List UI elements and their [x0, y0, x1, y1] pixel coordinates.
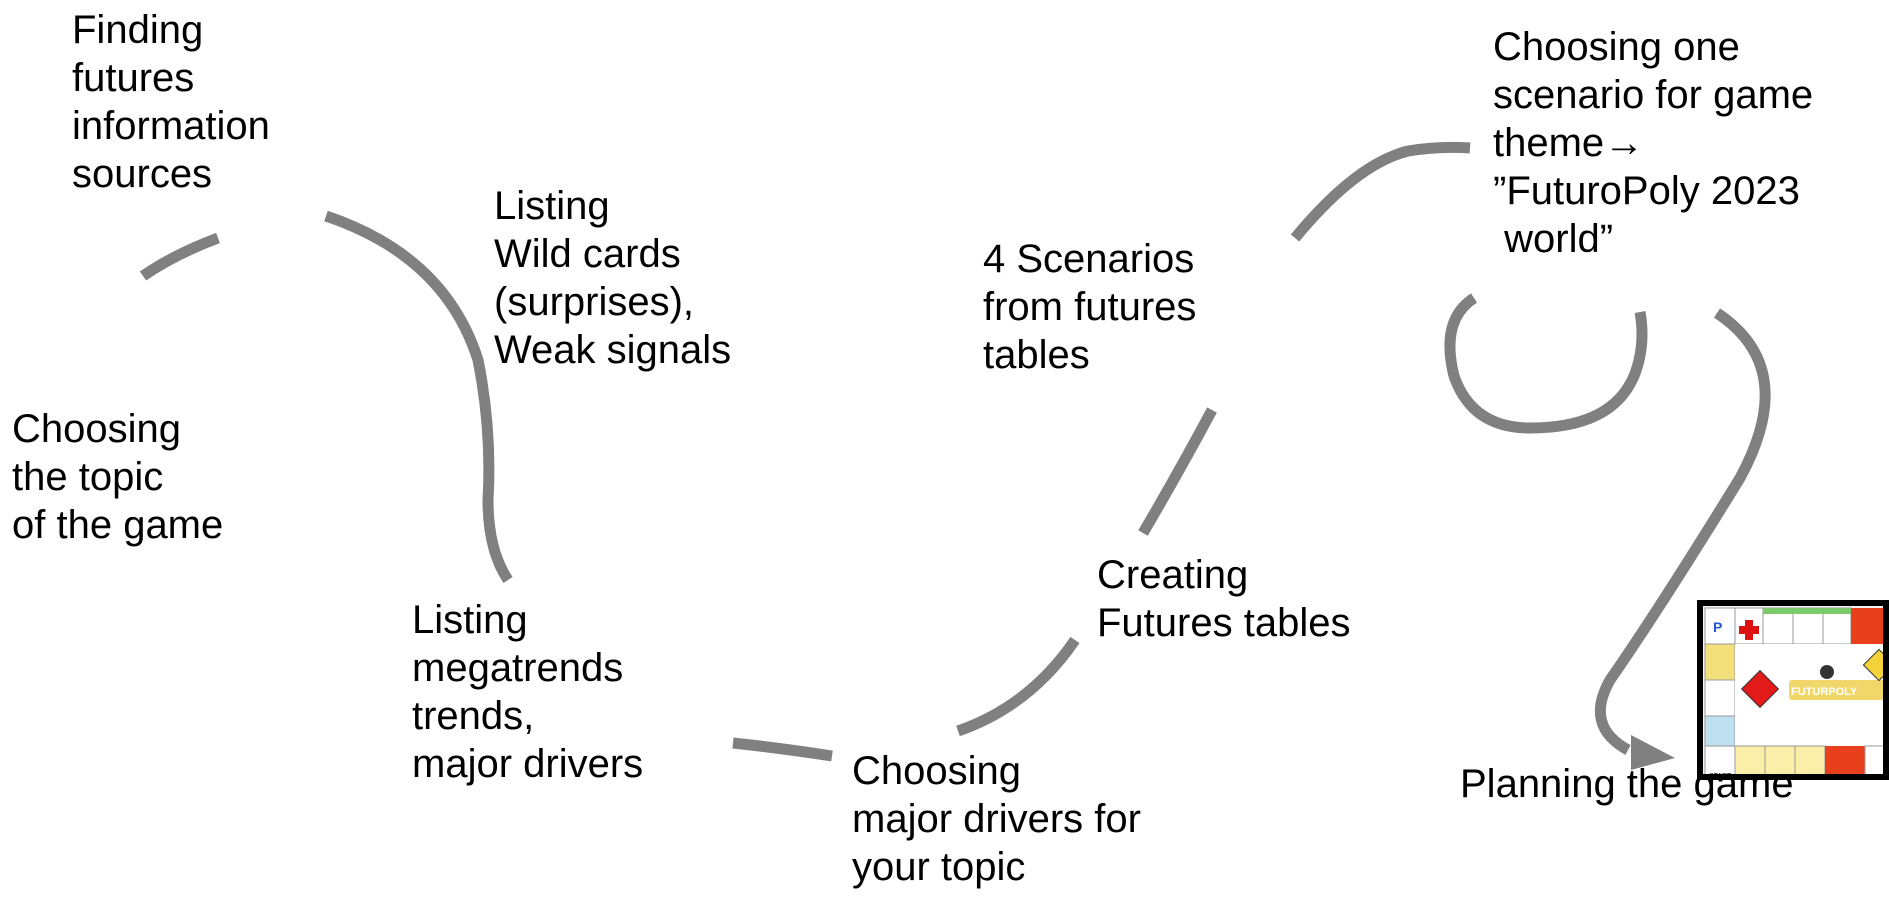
connector-tables-to-scenarios	[1138, 407, 1217, 536]
step-four-scenarios: 4 Scenarios from futures tables	[983, 237, 1197, 377]
svg-text:P: P	[1713, 619, 1722, 635]
connector-sources-to-megatrends	[324, 210, 513, 584]
step-finding-sources: Finding futures information sources	[72, 8, 270, 196]
step-planning-game: Planning the game	[1460, 762, 1794, 806]
step-creating-tables: Creating Futures tables	[1097, 553, 1351, 645]
board-logo-text: FUTURPOLY	[1791, 686, 1858, 698]
connector-topic-to-sources	[139, 232, 220, 281]
connector-choice-loop	[1444, 293, 1648, 434]
arrowhead-to-planning	[1631, 735, 1675, 770]
step-listing-wildcards: Listing Wild cards (surprises), Weak sig…	[494, 184, 732, 372]
step-choosing-topic: Choosing the topic of the game	[12, 407, 224, 547]
board-illustration: P FUTURPOLY START	[1703, 606, 1883, 780]
step-choosing-scenario: Choosing one scenario for game theme→ ”F…	[1493, 25, 1814, 261]
step-choosing-drivers: Choosing major drivers for your topic	[852, 749, 1141, 889]
board-start-label: START	[1709, 773, 1732, 780]
game-board-image: P FUTURPOLY START	[1697, 600, 1889, 780]
connector-megatrends-to-drivers	[732, 737, 833, 762]
connector-drivers-to-tables	[956, 636, 1080, 737]
step-listing-megatrends: Listing megatrends trends, major drivers	[412, 598, 644, 786]
connector-scenarios-to-choice	[1290, 141, 1471, 242]
connector-choice-to-planning	[1594, 308, 1771, 755]
